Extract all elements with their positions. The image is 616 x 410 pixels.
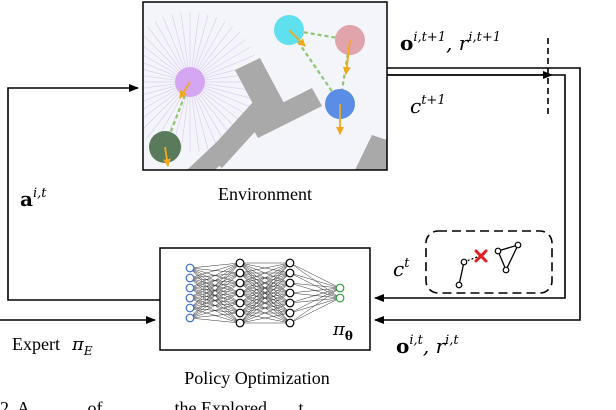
nn-edge <box>289 287 341 314</box>
heading-arrow <box>342 39 351 75</box>
nn-node <box>185 263 195 273</box>
nn-node <box>285 288 295 298</box>
nn-edge <box>289 287 341 324</box>
nn-edge <box>239 302 291 324</box>
environment-border <box>142 1 388 171</box>
nn-edge <box>289 287 341 304</box>
policy-symbol: πθ <box>332 319 353 343</box>
nn-edge <box>189 312 241 319</box>
nn-edge <box>239 262 291 324</box>
nn-edge <box>189 262 241 269</box>
heading-arrow <box>162 146 171 167</box>
obstacle-block <box>187 120 255 170</box>
nn-node <box>185 313 195 323</box>
nn-edge <box>239 292 291 324</box>
nn-node <box>285 308 295 318</box>
obstacle-block <box>248 88 322 138</box>
graph-edge <box>497 250 507 271</box>
nn-node <box>235 308 245 318</box>
nn-node <box>185 293 195 303</box>
nn-edge <box>239 262 291 314</box>
obstacles <box>187 58 387 170</box>
nn-node <box>285 258 295 268</box>
nn-node <box>185 303 195 313</box>
nn-edge <box>239 312 291 324</box>
nn-edge <box>189 262 241 289</box>
nn-node <box>185 283 195 293</box>
cut-marker-icon <box>474 249 488 263</box>
nn-edge <box>289 297 341 324</box>
nn-edge <box>189 262 241 299</box>
nn-edge <box>189 272 241 319</box>
nn-node <box>335 293 345 303</box>
policy-border <box>159 247 371 351</box>
nn-edge <box>189 317 241 324</box>
environment-panel <box>142 1 388 171</box>
graph-node <box>494 247 502 255</box>
nn-edge <box>289 287 341 294</box>
comm-label: ct <box>393 256 410 281</box>
nn-node <box>235 288 245 298</box>
nn-edge <box>289 262 341 289</box>
heading-arrow <box>179 81 191 99</box>
nn-edge <box>189 262 241 279</box>
nn-node <box>235 258 245 268</box>
nn-edge <box>289 282 341 289</box>
nn-node <box>185 273 195 283</box>
nn-node <box>285 298 295 308</box>
graph-node <box>460 258 468 266</box>
nn-edge <box>189 262 241 309</box>
nn-edge <box>189 292 241 319</box>
graph-node <box>514 241 522 249</box>
graph-nodes <box>455 241 522 289</box>
graph-edge <box>505 244 519 271</box>
nn-edge <box>189 282 241 319</box>
graph-node <box>455 281 463 289</box>
action-arrow <box>7 84 160 301</box>
figure-caption-fragment: 2. A ........... of ........... .. the E… <box>0 398 303 410</box>
nn-node <box>285 278 295 288</box>
nn-node <box>235 318 245 328</box>
environment-caption: Environment <box>218 184 312 204</box>
policy-panel: πθ <box>159 247 371 351</box>
nn-node <box>285 268 295 278</box>
graph-edge <box>497 244 519 252</box>
policy-caption: Policy Optimization <box>184 368 330 388</box>
obstacle-block <box>355 135 387 170</box>
nn-edge <box>239 262 291 304</box>
nn-edge <box>239 282 291 324</box>
obs-reward-next-label: oi,t+1, ri,t+1 <box>400 30 501 55</box>
heading-arrows <box>162 29 351 167</box>
flow-lines <box>0 67 581 324</box>
nn-edge <box>189 302 241 319</box>
graph-edge <box>458 261 465 286</box>
nn-node <box>285 318 295 328</box>
nn-node <box>235 278 245 288</box>
obs-feedback-arrow <box>374 67 581 324</box>
heading-arrow <box>288 29 306 47</box>
nn-node <box>235 268 245 278</box>
comm-graph <box>458 244 519 286</box>
comm-next-label: ct+1 <box>410 93 446 118</box>
obs-reward-label: oi,t, ri,t <box>396 333 459 358</box>
graph-node <box>502 266 510 274</box>
nn-node <box>335 283 345 293</box>
nn-edge <box>239 262 291 284</box>
nn-edge <box>189 262 241 319</box>
action-label: ai,t <box>20 186 47 211</box>
nn-node <box>235 298 245 308</box>
neural-network <box>185 258 345 328</box>
nn-edge <box>239 272 291 324</box>
comm-graph-border <box>425 230 553 294</box>
nn-edge <box>289 272 341 289</box>
nn-edge <box>239 262 291 294</box>
comm-graph-box <box>425 230 553 294</box>
nn-edge <box>239 262 291 274</box>
